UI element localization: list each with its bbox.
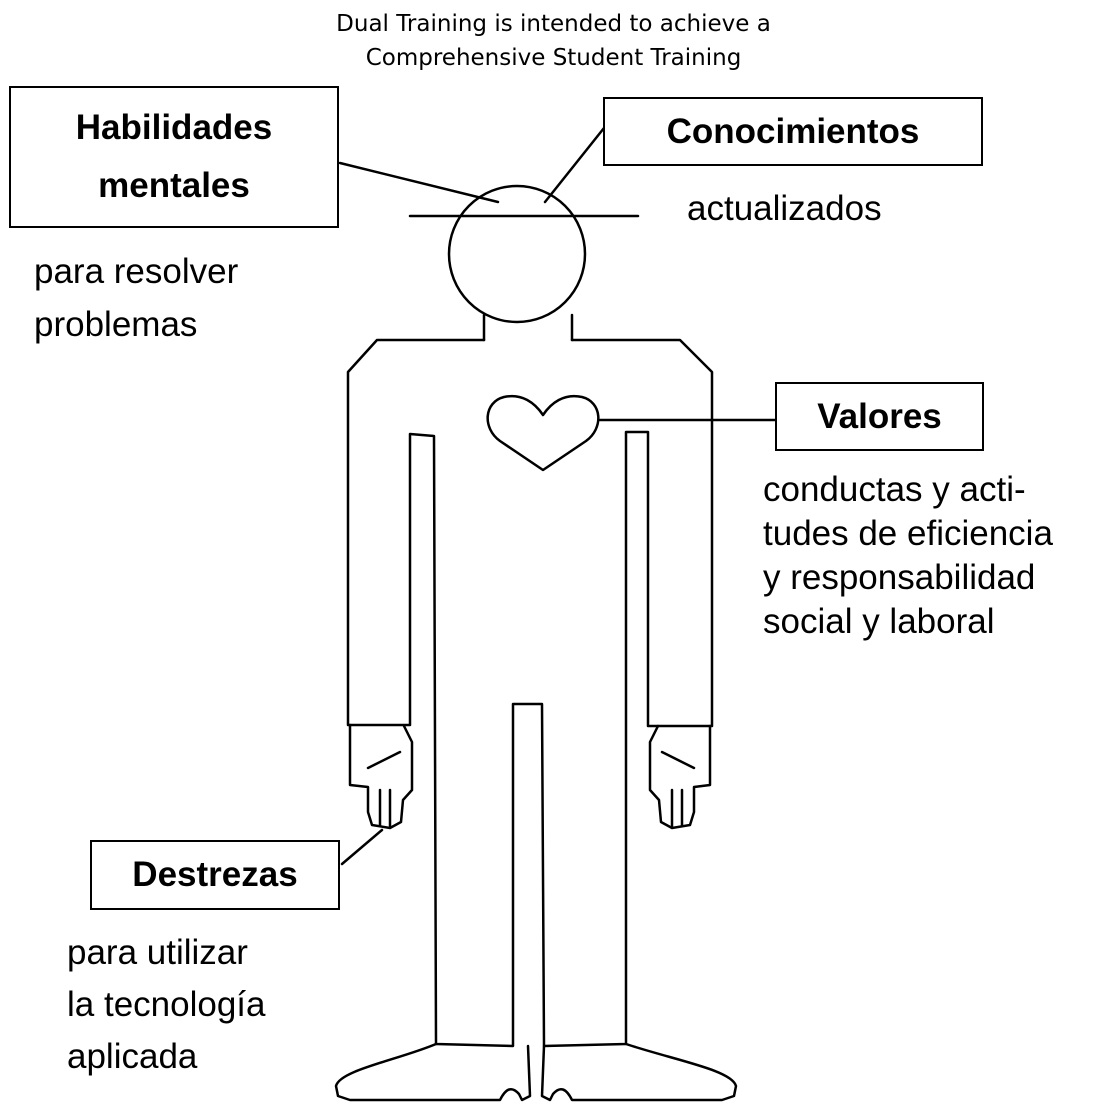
diagram-title-line-1: Dual Training is intended to achieve a	[336, 11, 771, 37]
habilidades-label-line-1: Habilidades	[75, 108, 273, 147]
heart-icon	[486, 394, 600, 472]
connector-conocimientos	[543, 126, 606, 204]
valores-description-line-1: conductas y acti-	[763, 470, 1026, 509]
left-hand	[348, 723, 414, 830]
habilidades-label-line-2: mentales	[98, 166, 250, 205]
body-outline	[346, 338, 714, 1048]
destrezas-description-line-2: la tecnología	[67, 985, 266, 1024]
conocimientos-label: Conocimientos	[666, 111, 920, 151]
valores-description-line-4: social y laboral	[763, 602, 995, 641]
destrezas-description-line-1: para utilizar	[67, 933, 248, 972]
left-thumb	[366, 750, 402, 770]
destrezas-label-box: Destrezas	[90, 840, 340, 910]
valores-description: conductas y acti- tudes de eficiencia y …	[763, 468, 1053, 644]
habilidades-description-line-2: problemas	[34, 305, 198, 344]
habilidades-description-line-1: para resolver	[34, 252, 239, 291]
valores-label: Valores	[817, 396, 942, 436]
valores-description-line-3: y responsabilidad	[763, 558, 1036, 597]
destrezas-label: Destrezas	[132, 855, 298, 894]
connector-destrezas	[340, 828, 384, 866]
valores-description-line-2: tudes de eficiencia	[763, 514, 1053, 553]
diagram-title-line-2: Comprehensive Student Training	[365, 45, 742, 71]
right-hand	[648, 724, 712, 830]
habilidades-label-box: Habilidades mentales	[9, 86, 339, 228]
destrezas-description-line-3: aplicada	[67, 1037, 198, 1076]
right-shoe	[540, 1042, 738, 1102]
right-thumb	[660, 750, 696, 770]
valores-label-box: Valores	[775, 382, 984, 451]
connector-habilidades	[338, 161, 500, 204]
conocimientos-description-line-1: actualizados	[687, 189, 882, 228]
conocimientos-description: actualizados	[687, 187, 882, 231]
conocimientos-label-box: Conocimientos	[603, 97, 983, 166]
destrezas-description: para utilizar la tecnología aplicada	[67, 927, 265, 1083]
habilidades-description: para resolver problemas	[34, 245, 238, 351]
head	[447, 184, 587, 324]
left-shoe	[334, 1042, 532, 1102]
